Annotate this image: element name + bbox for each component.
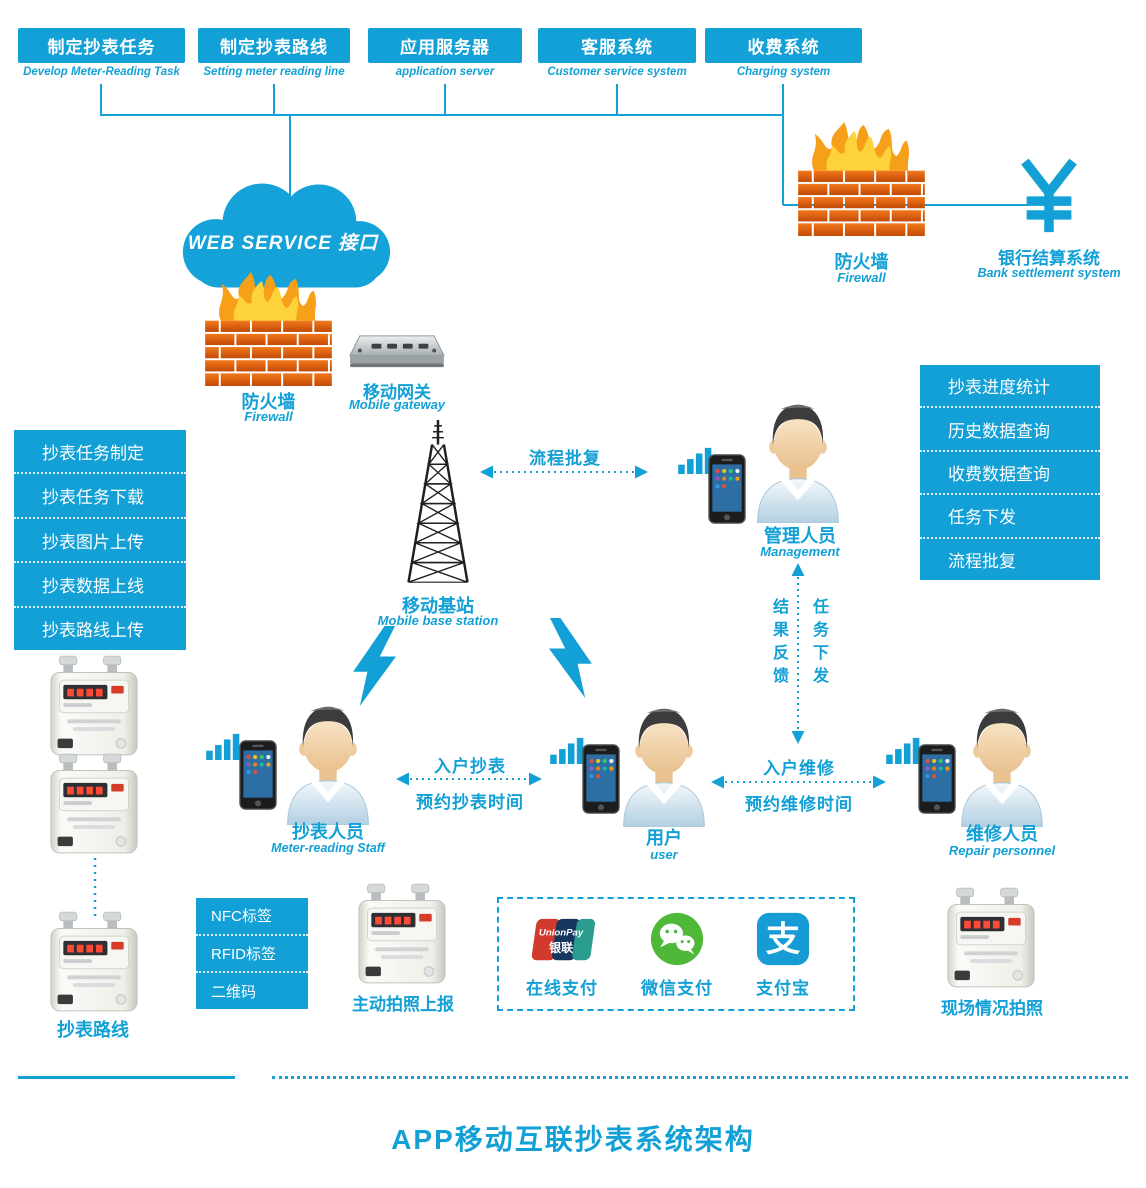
unionpay-label: 在线支付 bbox=[526, 979, 598, 998]
unionpay-icon bbox=[528, 917, 596, 963]
button-customer-service[interactable]: 客服系统 bbox=[538, 28, 696, 63]
button-reading-route[interactable]: 制定抄表路线 bbox=[198, 28, 350, 63]
firewall-left-label-zh: 防火墙 bbox=[241, 392, 296, 412]
button-charging-system-en: Charging system bbox=[736, 66, 831, 78]
approval-flow-label: 流程批复 bbox=[529, 449, 601, 468]
firewall-left-icon bbox=[205, 272, 332, 387]
panel-item: 任务下发 bbox=[920, 493, 1100, 536]
bank-label-zh: 银行结算系统 bbox=[998, 249, 1100, 268]
panel-item: 二维码 bbox=[196, 971, 308, 1009]
base-station-label-zh: 移动基站 bbox=[402, 596, 474, 616]
button-customer-service-en: Customer service system bbox=[547, 66, 687, 78]
gas-meter-icon bbox=[945, 886, 1037, 990]
signal-bars-icon bbox=[206, 732, 240, 760]
panel-item: 收费数据查询 bbox=[920, 449, 1100, 493]
cloud-label: WEB SERVICE 接口 bbox=[187, 233, 379, 254]
staff-person-icon bbox=[278, 698, 378, 825]
panel-item: 抄表路线上传 bbox=[14, 605, 186, 650]
panel-item: 抄表任务下载 bbox=[14, 472, 186, 516]
meter-task-panel: 抄表任务制定 抄表任务下载 抄表图片上传 抄表数据上线 抄表路线上传 bbox=[14, 430, 186, 650]
alipay-icon bbox=[756, 912, 810, 966]
panel-item: 抄表任务制定 bbox=[42, 443, 144, 463]
wechat-pay-label: 微信支付 bbox=[641, 979, 713, 998]
mobile-gateway-icon bbox=[348, 330, 446, 375]
user-label-en: user bbox=[650, 847, 678, 862]
repair-visit-label: 入户维修 bbox=[763, 759, 835, 778]
reading-schedule-label: 预约抄表时间 bbox=[416, 793, 524, 812]
lightning-icon bbox=[352, 626, 400, 706]
repair-person-icon bbox=[952, 700, 1052, 827]
management-person-icon bbox=[748, 396, 848, 523]
smartphone-icon bbox=[239, 740, 277, 810]
repair-label-zh: 维修人员 bbox=[966, 824, 1038, 844]
panel-item: 抄表图片上传 bbox=[14, 516, 186, 561]
panel-item: NFC标签 bbox=[211, 908, 272, 926]
button-reading-route-en: Setting meter reading line bbox=[203, 66, 345, 78]
panel-item: RFID标签 bbox=[196, 933, 308, 972]
firewall-right-label-en: Firewall bbox=[837, 270, 886, 285]
dispatch-flow-label: 任务下发 bbox=[810, 598, 827, 690]
panel-item: 历史数据查询 bbox=[920, 406, 1100, 449]
repair-schedule-label: 预约维修时间 bbox=[745, 795, 853, 814]
staff-label-en: Meter-reading Staff bbox=[271, 841, 385, 855]
tags-panel: NFC标签 RFID标签 二维码 bbox=[196, 898, 308, 1009]
user-person-icon bbox=[614, 700, 714, 827]
gas-meter-icon bbox=[48, 654, 140, 758]
meter-route-label: 抄表路线 bbox=[57, 1020, 129, 1040]
divider-solid bbox=[18, 1076, 235, 1079]
divider-dotted bbox=[272, 1076, 1128, 1079]
button-develop-task[interactable]: 制定抄表任务 bbox=[18, 28, 185, 63]
signal-bars-icon bbox=[886, 736, 920, 764]
site-photo-label: 现场情况拍照 bbox=[941, 999, 1043, 1018]
button-app-server[interactable]: 应用服务器 bbox=[368, 28, 522, 63]
signal-bars-icon bbox=[678, 446, 712, 474]
button-develop-task-en: Develop Meter-Reading Task bbox=[23, 66, 180, 78]
smartphone-icon bbox=[918, 744, 956, 814]
bank-label-en: Bank settlement system bbox=[977, 266, 1121, 280]
base-station-label-en: Mobile base station bbox=[377, 613, 499, 628]
gas-meter-icon bbox=[48, 752, 140, 856]
alipay-label: 支付宝 bbox=[756, 979, 810, 998]
gateway-label-en: Mobile gateway bbox=[348, 397, 446, 412]
yen-icon bbox=[1018, 158, 1080, 234]
wechat-icon bbox=[650, 912, 704, 966]
repair-label-en: Repair personnel bbox=[948, 843, 1056, 858]
photo-report-label: 主动拍照上报 bbox=[352, 995, 454, 1014]
management-label-en: Management bbox=[760, 544, 840, 559]
panel-item: 抄表数据上线 bbox=[14, 561, 186, 605]
web-service-cloud bbox=[182, 183, 391, 288]
management-label-zh: 管理人员 bbox=[764, 526, 836, 546]
gas-meter-icon bbox=[356, 882, 448, 986]
reading-visit-label: 入户抄表 bbox=[434, 757, 506, 776]
bus-drop-lines bbox=[100, 84, 784, 116]
panel-item: 抄表进度统计 bbox=[948, 378, 1050, 398]
gateway-label-zh: 移动网关 bbox=[363, 383, 431, 402]
management-functions-panel: 抄表进度统计 历史数据查询 收费数据查询 任务下发 流程批复 bbox=[920, 365, 1100, 580]
user-label-zh: 用户 bbox=[646, 828, 682, 848]
panel-item: 流程批复 bbox=[920, 536, 1100, 580]
button-charging-system[interactable]: 收费系统 bbox=[705, 28, 862, 63]
firewall-right-label-zh: 防火墙 bbox=[834, 252, 889, 272]
signal-bars-icon bbox=[550, 736, 584, 764]
gas-meter-icon bbox=[48, 910, 140, 1014]
feedback-flow-label: 结果反馈 bbox=[770, 598, 787, 690]
button-app-server-en: application server bbox=[395, 66, 495, 78]
smartphone-icon bbox=[708, 454, 746, 524]
firewall-left-label-en: Firewall bbox=[244, 409, 293, 424]
staff-label-zh: 抄表人员 bbox=[292, 822, 364, 842]
base-station-icon bbox=[398, 420, 478, 592]
firewall-right-icon bbox=[798, 122, 925, 237]
lightning-icon bbox=[545, 618, 593, 698]
page-title: APP移动互联抄表系统架构 bbox=[391, 1124, 755, 1155]
